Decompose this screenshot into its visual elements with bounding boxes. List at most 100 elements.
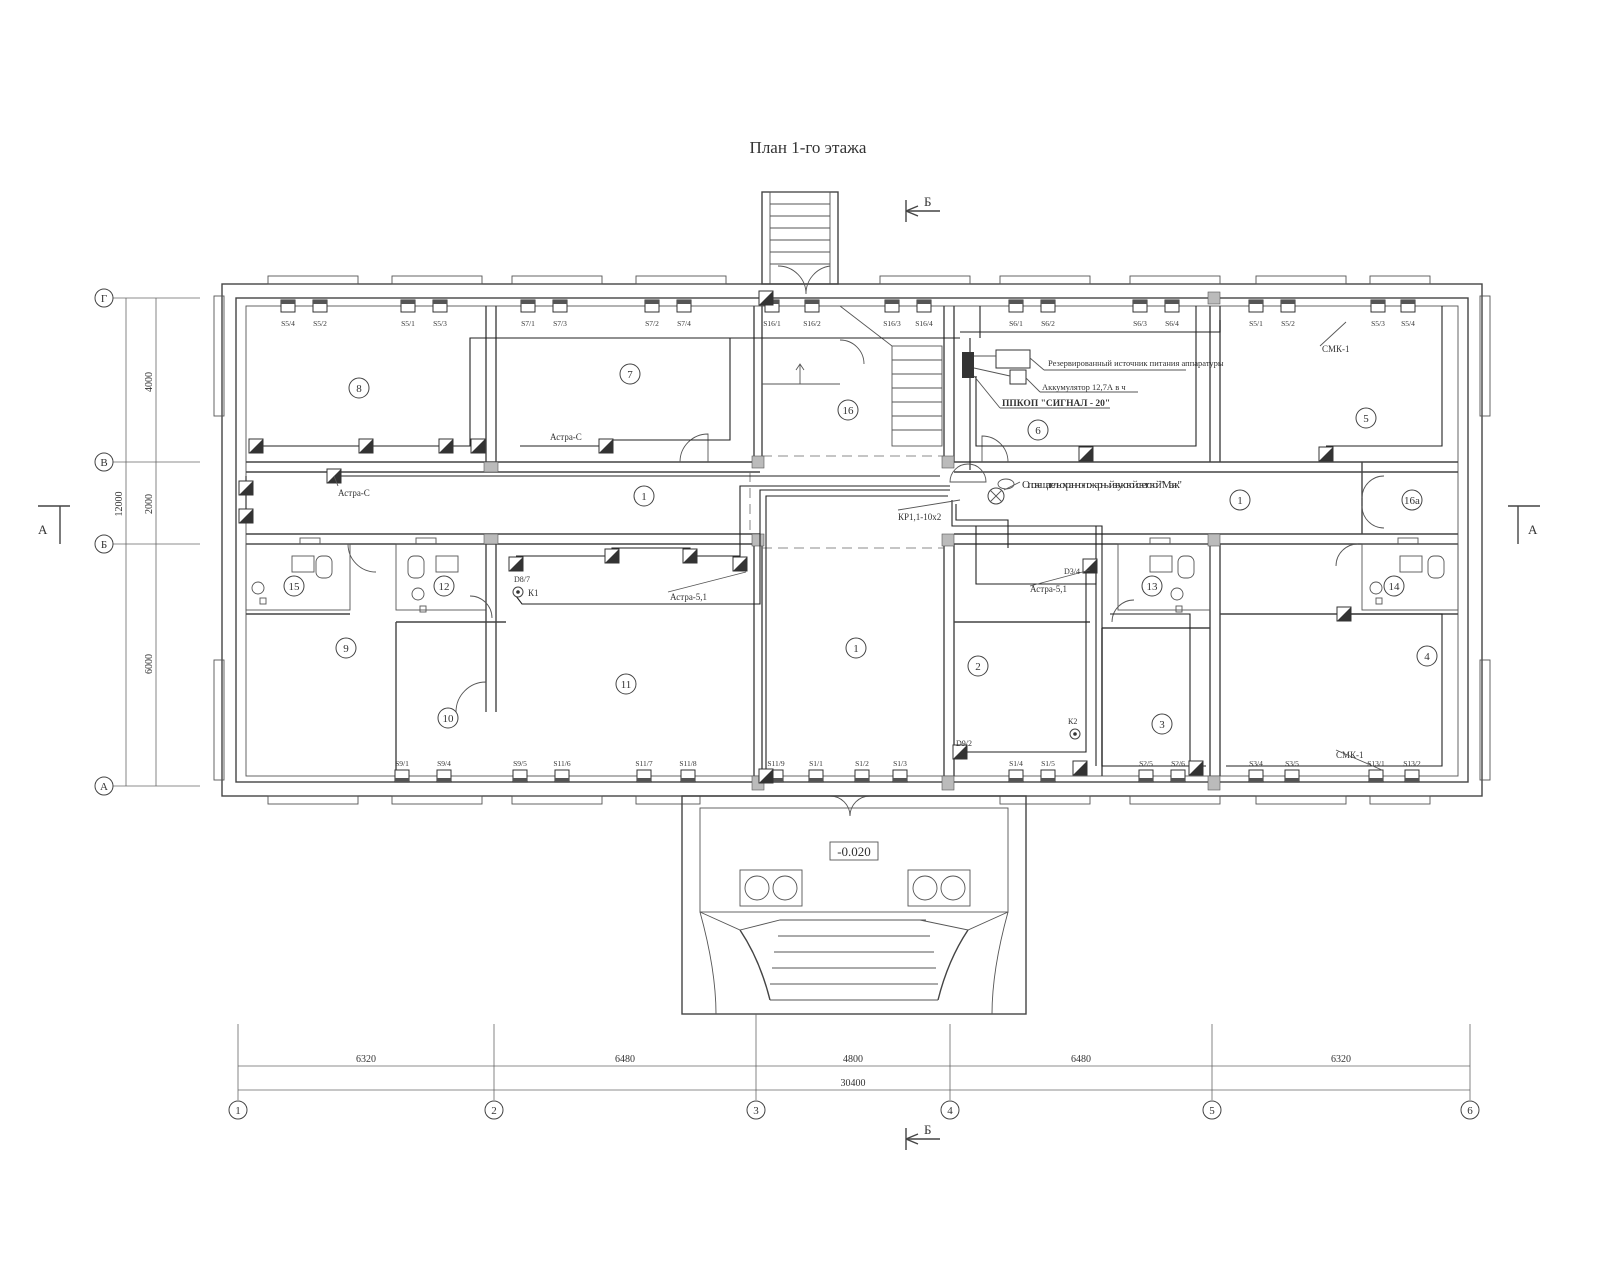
sensor-label-top: S7/1 [521, 319, 535, 328]
ppkop-panel: Резервированный источник питания аппарат… [962, 349, 1224, 409]
sensor-label-top: S16/2 [803, 319, 821, 328]
room-number-circle [967, 655, 989, 677]
window-sensor-fill [645, 300, 659, 304]
sensor-label-bottom: S9/1 [395, 759, 409, 768]
astra-11-label: Астра-5,1 [670, 592, 707, 602]
axis-letter: Б [101, 539, 107, 551]
horizontal-dimensions: 6320 6480 4800 6480 6320 30400 [237, 1014, 1471, 1100]
sensor-label-bottom: S1/4 [1009, 759, 1023, 768]
motion-sensor-fill [953, 745, 967, 759]
axis-number-circle [1460, 1100, 1480, 1120]
room-number: 8 [356, 383, 362, 395]
dim-v-4000: 4000 [144, 372, 155, 392]
axis-number-circle [746, 1100, 766, 1120]
sensor-label-top: S6/2 [1041, 319, 1055, 328]
dim-h-3: 4800 [843, 1054, 863, 1065]
sensor-label-top: S7/3 [553, 319, 567, 328]
sensor-label-bottom: S3/4 [1249, 759, 1263, 768]
axis-number: 4 [947, 1105, 953, 1117]
sensor-label-bottom: S11/7 [635, 759, 652, 768]
room-number: 14 [1389, 581, 1401, 593]
sensor-label-top: S16/4 [915, 319, 933, 328]
dim-h-2: 6480 [615, 1054, 635, 1065]
window-sensor-fill [1285, 778, 1299, 782]
dim-v-2000: 2000 [144, 494, 155, 514]
window-sensor-fill [313, 300, 327, 304]
siren-label: Оповещатель охранно-пожарный звуковой св… [1022, 479, 1182, 491]
sensor-label-top: S5/4 [1401, 319, 1415, 328]
window-sensor-fill [1405, 778, 1419, 782]
axis-number: 3 [753, 1105, 759, 1117]
room-number: 12 [439, 581, 450, 593]
window-sensor-fill [809, 778, 823, 782]
window-sensor-fill [805, 300, 819, 304]
motion-sensor-fill [249, 439, 263, 453]
axis-number-circle [484, 1100, 504, 1120]
room-number: 15 [289, 581, 301, 593]
motion-sensor-fill [471, 439, 485, 453]
entrance-porch: -0.020 [681, 795, 1027, 1015]
sensor-label-top: S5/4 [281, 319, 295, 328]
k2-label: К2 [1068, 717, 1077, 726]
window-sensor-fill [553, 300, 567, 304]
dim-h-5: 6320 [1331, 1054, 1351, 1065]
dim-h-total: 30400 [841, 1078, 866, 1089]
doors [347, 265, 1385, 817]
sensor-label-bottom: S1/3 [893, 759, 907, 768]
sensor-label-bottom: S1/1 [809, 759, 823, 768]
motion-sensor-fill [733, 557, 747, 571]
dim-h-4: 6480 [1071, 1054, 1091, 1065]
room-number: 1 [853, 643, 859, 655]
section-mark-a-right: А [1508, 505, 1540, 544]
sensors-diagonal [238, 290, 1352, 784]
plan-title: План 1-го этажа [750, 138, 867, 157]
window-sensor-fill [521, 300, 535, 304]
room-number-circle [335, 637, 357, 659]
axis-letter: В [100, 457, 107, 469]
motion-sensor-fill [1083, 559, 1097, 573]
sensor-label-top: S5/1 [401, 319, 415, 328]
room-number: 16 [843, 405, 855, 417]
section-mark-b-top: Б [905, 194, 940, 222]
window-sensor-fill [1041, 778, 1055, 782]
window-sensor-fill [433, 300, 447, 304]
room-number-circle [615, 673, 637, 695]
window-sensor-fill [1139, 778, 1153, 782]
sensor-label-bottom: S9/5 [513, 759, 527, 768]
room-number: 4 [1424, 651, 1430, 663]
level-mark: -0.020 [837, 844, 871, 859]
window-sensor-fill [555, 778, 569, 782]
room-number-circle [1141, 575, 1163, 597]
room-number: 9 [343, 643, 349, 655]
section-b-label-bottom: Б [924, 1122, 931, 1137]
motion-sensor-fill [759, 769, 773, 783]
motion-sensor-fill [439, 439, 453, 453]
axis-number-circle [940, 1100, 960, 1120]
rip-label: Резервированный источник питания аппарат… [1048, 358, 1224, 368]
axis-number: 5 [1209, 1105, 1215, 1117]
sensor-label-bottom: S11/6 [553, 759, 570, 768]
sensor-label-top: S6/3 [1133, 319, 1147, 328]
window-sensor-fill [401, 300, 415, 304]
sensor-label-top: S7/4 [677, 319, 691, 328]
room-number: 10 [443, 713, 455, 725]
sensor-label-bottom: S1/2 [855, 759, 869, 768]
kpd-label: КР1,1-10х2 [898, 512, 941, 522]
motion-sensor-fill [1079, 447, 1093, 461]
corridor-dashed-openings [749, 455, 944, 549]
window-sensor-fill [677, 300, 691, 304]
motion-sensor-fill [239, 481, 253, 495]
room-number: 2 [975, 661, 981, 673]
sensor-label-top: S6/4 [1165, 319, 1179, 328]
axis-letter-circle [94, 776, 114, 796]
smk-top-label: СМК-1 [1322, 344, 1350, 354]
room-number: 11 [621, 679, 632, 691]
axis-letter-circle [94, 452, 114, 472]
room-number-circle [619, 363, 641, 385]
section-a-label-right: А [1528, 522, 1538, 537]
sensor-label-top: S6/1 [1009, 319, 1023, 328]
internal-staircase [762, 305, 943, 447]
sensor-label-top: S5/1 [1249, 319, 1263, 328]
